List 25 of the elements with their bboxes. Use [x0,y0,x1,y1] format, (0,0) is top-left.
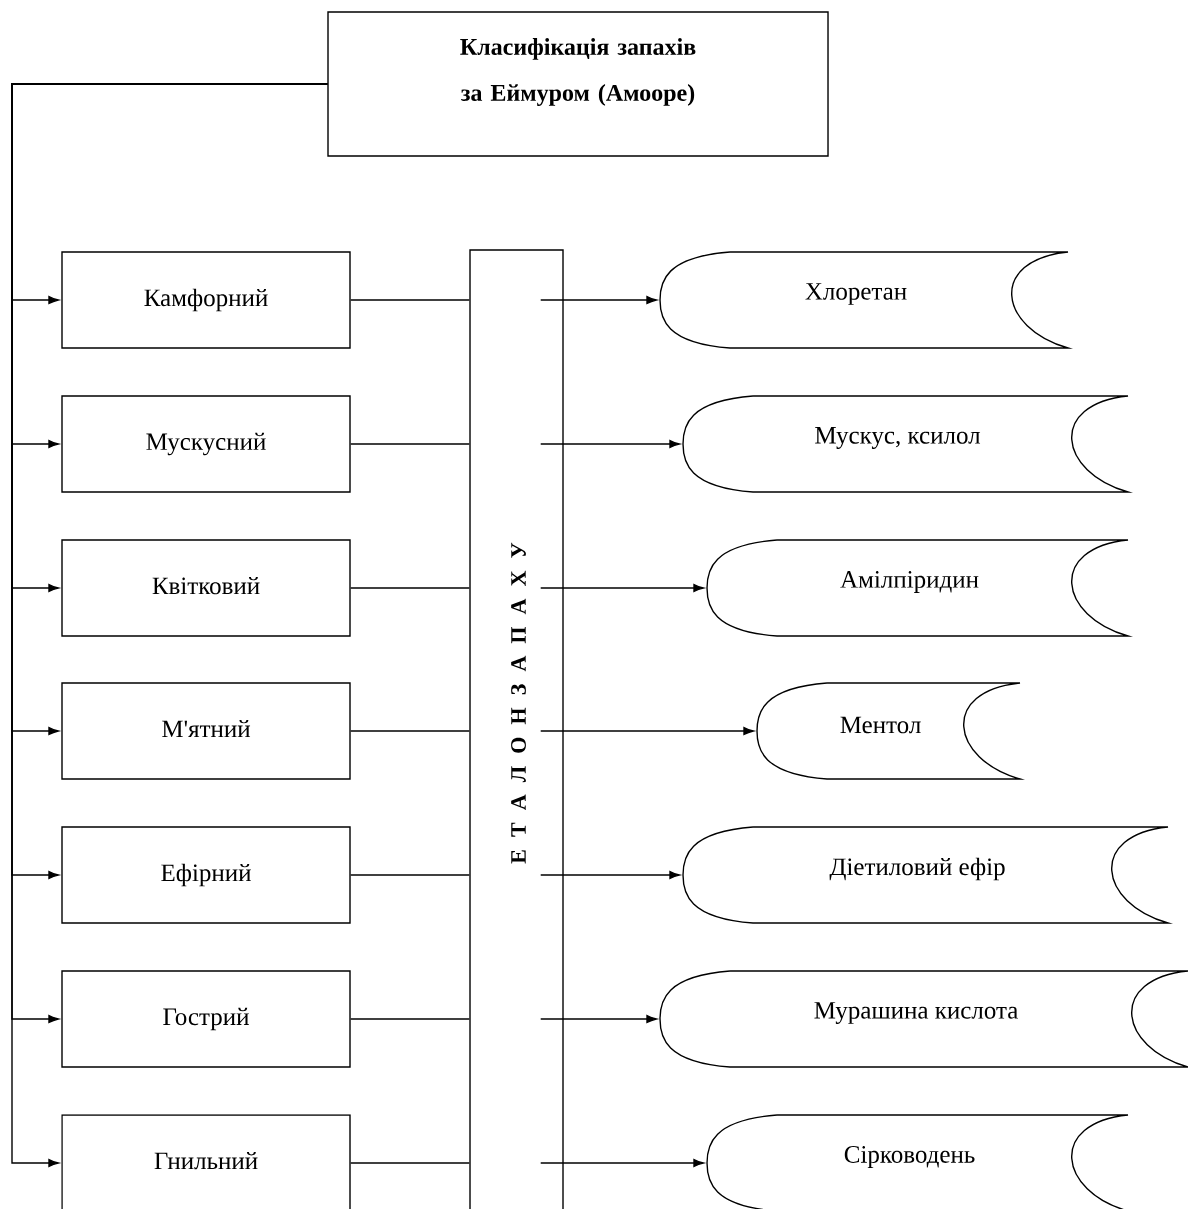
category-box: Ефірний [61,826,351,924]
category-box: М'ятний [61,682,351,780]
arrow [540,1159,704,1168]
category-box: Гнильний [61,1114,351,1209]
category-box: Гострий [61,970,351,1068]
category-box: Квітковий [61,539,351,637]
connector-line [350,587,470,589]
connector-line [350,1162,470,1164]
vertical-band: Е Т А Л О Н З А П А Х У [469,249,564,1209]
connector-line [350,874,470,876]
connector-line [350,443,470,445]
title-box: Класифікація запахів за Еймуром (Амооре) [327,11,829,157]
connector-line [350,730,470,732]
category-box: Мускусний [61,395,351,493]
arrow [540,440,680,449]
arrow [540,295,657,305]
document-shape: Мурашина кислота [659,970,1188,1068]
category-box: Камфорний [61,251,351,349]
connector-line [350,1018,470,1020]
arrow [540,870,680,880]
connector-line [350,299,470,301]
arrow [540,726,754,736]
document-shape: Сірководень [706,1114,1129,1209]
arrow [540,583,704,593]
arrow [540,1014,657,1024]
